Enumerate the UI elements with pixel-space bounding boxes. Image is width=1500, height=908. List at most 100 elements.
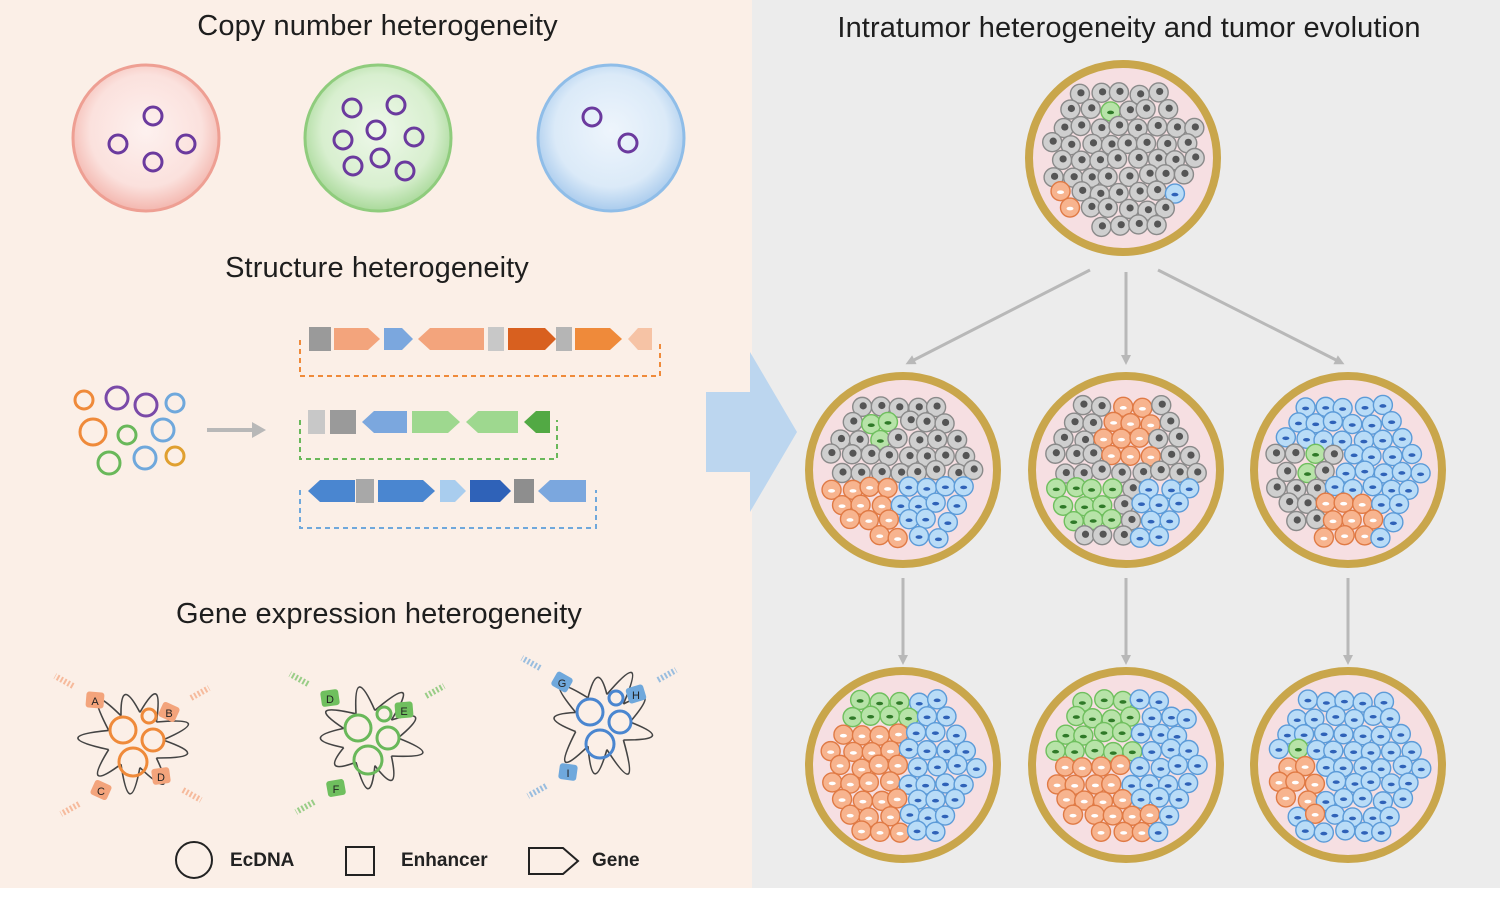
svg-text:A: A [91, 696, 99, 708]
cell-gray [1184, 147, 1205, 169]
cell-orange [1059, 197, 1081, 218]
cell-blue [1177, 772, 1199, 794]
cell-gray [1168, 427, 1189, 448]
cell-gray [1090, 396, 1112, 417]
cell-orange [1334, 524, 1355, 546]
cell-blue [1296, 428, 1317, 449]
cell-green [1305, 443, 1326, 465]
cell-orange [1112, 789, 1133, 810]
expression-gene-c: C [59, 779, 112, 817]
cell-orange [1101, 444, 1122, 466]
cell-orange [877, 477, 898, 499]
transition-arrow [706, 352, 797, 512]
legend-gene-icon [528, 847, 580, 875]
cell-orange [1073, 790, 1095, 811]
cell-gray [1119, 100, 1140, 121]
cell-gray [1110, 215, 1131, 236]
cell-blue [906, 820, 928, 841]
cell-blue [915, 508, 936, 529]
expression-gene-f: F [294, 779, 346, 815]
cell-blue [1141, 740, 1162, 762]
cell-gray [1128, 214, 1149, 235]
cell-gray [1106, 148, 1128, 170]
cell-orange [822, 772, 843, 793]
cell-orange [851, 725, 873, 746]
cell-blue [947, 754, 968, 776]
cell-blue [1295, 397, 1316, 418]
cell-gray [1164, 150, 1186, 171]
cell-orange [1071, 757, 1093, 778]
cell-green [1288, 738, 1309, 759]
cell-green [1082, 708, 1103, 729]
ecdna-rings [107, 94, 639, 182]
svg-text:H: H [632, 690, 640, 702]
cell-blue [1167, 754, 1189, 776]
cell-blue [1360, 741, 1382, 763]
cell-orange [1275, 787, 1297, 808]
cell-orange [879, 771, 901, 792]
cell-blue [1362, 705, 1384, 726]
cell-blue [925, 721, 946, 743]
evolution-arrows [898, 268, 1353, 665]
cell-gray [1111, 462, 1132, 484]
cell-blue [1343, 444, 1365, 465]
cell-orange [839, 508, 861, 530]
cell-blue [1141, 707, 1163, 728]
cell-blue [1391, 461, 1413, 483]
cell-blue [1342, 413, 1363, 435]
cell-green [1084, 739, 1106, 760]
ecdna-structure-orange [299, 327, 661, 377]
cell-green [1055, 724, 1077, 745]
cell-gray [915, 412, 937, 433]
tumor-root [1025, 60, 1221, 256]
cell-orange [839, 804, 861, 825]
cell-gray [1266, 477, 1287, 499]
svg-text:F: F [333, 784, 340, 796]
cell-blue [1150, 723, 1172, 745]
cell-blue [1168, 788, 1190, 809]
legend-enhancer-label: Enhancer [401, 850, 488, 871]
cell-blue [1187, 754, 1208, 776]
cell-orange [851, 820, 872, 841]
cell-blue [1410, 463, 1431, 484]
cell-red [71, 63, 221, 213]
cell-blue [1371, 821, 1392, 843]
cell-blue [1361, 414, 1383, 435]
cell-gray [1305, 509, 1327, 530]
cell-blue [1401, 740, 1422, 762]
cell-orange [1103, 411, 1124, 433]
expression-gene-a: A [53, 673, 105, 709]
cell-gray [1072, 394, 1094, 416]
copy-number-section [71, 63, 686, 213]
cell-gray [1284, 443, 1306, 464]
cell-orange [1120, 412, 1141, 434]
expression-gene-g: G [520, 655, 573, 693]
cell-gray [1146, 180, 1167, 201]
cell-gray [1051, 149, 1073, 171]
svg-text:G: G [558, 678, 567, 690]
cell-green [1052, 495, 1074, 517]
cell-blue [1383, 512, 1404, 533]
cell-blue [1168, 492, 1189, 513]
cell-blue [925, 821, 946, 842]
cell-gray [841, 444, 863, 465]
cell-blue [1131, 492, 1152, 514]
cell-blue [1334, 690, 1355, 711]
cell-blue [1373, 463, 1395, 484]
cell-orange [887, 754, 909, 776]
cell-gray [1108, 115, 1129, 137]
cell-blue [1370, 725, 1391, 746]
cell-orange [869, 725, 890, 746]
cell-orange [1050, 180, 1071, 202]
cell-gray [1080, 197, 1102, 218]
cell-gray [830, 429, 851, 450]
cell-orange [1054, 756, 1076, 777]
cell-gray [1041, 131, 1063, 153]
cell-orange [868, 754, 890, 775]
cell-blue [1392, 427, 1413, 449]
cell-blue [944, 788, 966, 810]
cell-gray [1159, 411, 1180, 433]
cell-gray [1091, 524, 1113, 546]
right-panel-title: Intratumor heterogeneity and tumor evolu… [837, 12, 1421, 44]
cell-gray [1146, 214, 1167, 236]
